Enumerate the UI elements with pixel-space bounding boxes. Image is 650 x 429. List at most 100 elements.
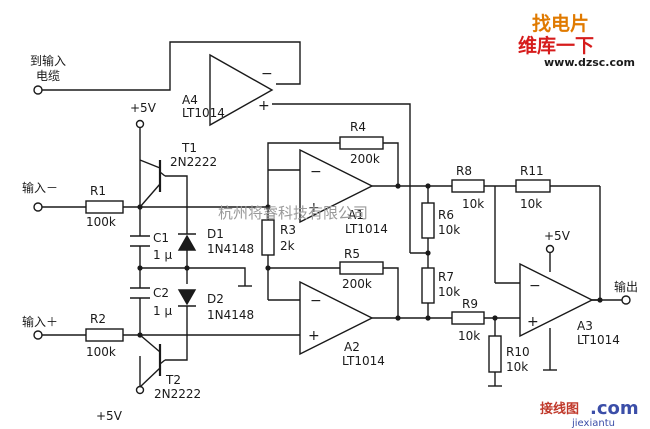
diode-d1 <box>177 210 197 251</box>
opamp-a4-part: LT1014 <box>182 106 225 120</box>
label-to-input-cable-2: 电缆 <box>36 69 60 83</box>
capacitor-c1-ref: C1 <box>153 231 169 245</box>
diode-d2-part: 1N4148 <box>207 308 254 322</box>
diode-d1-ref: D1 <box>207 227 224 241</box>
resistor-r6-ref: R6 <box>438 208 454 222</box>
logo-dzsc: 找电片 维库一下 www.dzsc.com <box>518 12 635 69</box>
resistor-r11 <box>515 179 551 193</box>
opamp-a3-part: LT1014 <box>577 333 620 347</box>
resistor-r10-ref: R10 <box>506 345 530 359</box>
resistor-r9-ref: R9 <box>462 297 478 311</box>
junction-dots <box>137 183 603 338</box>
terminal-5v-top <box>135 119 145 129</box>
resistor-r3-value: 2k <box>280 239 295 253</box>
resistor-r3-ref: R3 <box>280 223 296 237</box>
terminal-output <box>621 295 631 305</box>
ground-symbols <box>238 285 502 387</box>
resistor-r5 <box>339 261 384 275</box>
opamp-a2: − + A2 LT1014 <box>299 280 385 368</box>
resistors: R1 100k R2 100k R3 2k R4 200k R5 200k R6… <box>85 120 551 374</box>
transistor-t1-part: 2N2222 <box>170 155 217 169</box>
logo-line2: 维库一下 <box>518 34 594 57</box>
resistor-r7 <box>421 267 435 304</box>
capacitor-c2-ref: C2 <box>153 286 169 300</box>
opamp-a4-plus: + <box>258 98 270 114</box>
opamp-a2-ref: A2 <box>344 340 360 354</box>
resistor-r9-value: 10k <box>458 329 480 343</box>
resistor-r8-ref: R8 <box>456 164 472 178</box>
label-input-minus: 输入－ <box>22 180 58 195</box>
diode-d2 <box>177 289 197 318</box>
resistor-r7-ref: R7 <box>438 270 454 284</box>
resistor-r8-value: 10k <box>462 197 484 211</box>
resistor-r10-value: 10k <box>506 360 528 374</box>
label-input-plus: 输入＋ <box>22 314 58 329</box>
resistor-r2-value: 100k <box>86 345 116 359</box>
capacitor-c1 <box>130 235 150 247</box>
capacitors: C1 1 μ C2 1 μ <box>130 231 172 318</box>
terminal-5v-bottom <box>135 385 145 395</box>
opamp-a3-ref: A3 <box>577 319 593 333</box>
resistor-r1-value: 100k <box>86 215 116 229</box>
opamp-a4-body <box>209 53 274 127</box>
site-domain: jiexiantu <box>571 418 615 429</box>
io-terminals: 到输入 电缆 输入－ 输入＋ 输出 <box>22 53 638 340</box>
resistor-r1-ref: R1 <box>90 184 106 198</box>
opamp-a1: − + A1 LT1014 <box>299 148 388 236</box>
opamp-a1-plus: + <box>308 200 320 216</box>
diodes: D1 1N4148 D2 1N4148 <box>177 210 254 322</box>
capacitor-c2-value: 1 μ <box>153 304 172 318</box>
diode-d2-ref: D2 <box>207 292 224 306</box>
terminal-5v-a3 <box>545 244 555 254</box>
resistor-r4-ref: R4 <box>350 120 366 134</box>
site-mark: 接线图 .com jiexiantu <box>540 398 639 429</box>
supply-pins: +5V +5V +5V <box>96 101 571 423</box>
opamp-a1-ref: A1 <box>348 208 364 222</box>
opamp-a1-body <box>299 148 374 224</box>
resistor-r2 <box>85 328 124 342</box>
label-output: 输出 <box>614 279 638 294</box>
diode-d1-part: 1N4148 <box>207 242 254 256</box>
resistor-r2-ref: R2 <box>90 312 106 326</box>
resistor-r7-value: 10k <box>438 285 460 299</box>
resistor-r9 <box>451 311 485 325</box>
opamp-a2-part: LT1014 <box>342 354 385 368</box>
logo-url: www.dzsc.com <box>544 56 635 69</box>
resistor-r5-value: 200k <box>342 277 372 291</box>
transistor-t2-part: 2N2222 <box>154 387 201 401</box>
opamp-a3-plus: + <box>527 314 539 330</box>
opamp-a3: − + A3 LT1014 <box>519 262 620 347</box>
terminal-input-plus <box>33 330 43 340</box>
opamp-a4-minus: − <box>261 66 273 82</box>
opamp-a1-minus: − <box>310 164 322 180</box>
label-5v-a3: +5V <box>544 229 571 243</box>
label-5v-bottom: +5V <box>96 409 123 423</box>
opamp-a2-plus: + <box>308 328 320 344</box>
opamp-a2-minus: − <box>310 293 322 309</box>
resistor-r4-value: 200k <box>350 152 380 166</box>
label-5v-top: +5V <box>130 101 157 115</box>
resistor-r5-ref: R5 <box>344 247 360 261</box>
transistor-t2-ref: T2 <box>165 373 181 387</box>
wires <box>42 41 622 387</box>
resistor-r4 <box>339 136 384 150</box>
resistor-r8 <box>451 179 485 193</box>
logo-line1: 找电片 <box>532 12 589 35</box>
transistor-t1 <box>139 159 166 208</box>
terminal-cable <box>33 85 43 95</box>
site-dot-com: .com <box>590 398 639 419</box>
transistor-t2 <box>139 334 166 388</box>
resistor-r6-value: 10k <box>438 223 460 237</box>
opamp-a3-minus: − <box>529 278 541 294</box>
opamp-a1-part: LT1014 <box>345 222 388 236</box>
capacitor-c1-value: 1 μ <box>153 248 172 262</box>
resistor-r10 <box>488 335 502 373</box>
opamp-a4-ref: A4 <box>182 93 198 107</box>
opamp-a2-body <box>299 280 374 356</box>
resistor-r11-ref: R11 <box>520 164 544 178</box>
resistor-r1 <box>85 200 124 214</box>
transistor-t1-ref: T1 <box>181 141 197 155</box>
opamp-a4: − + A4 LT1014 <box>182 53 274 127</box>
resistor-r3 <box>261 219 275 256</box>
